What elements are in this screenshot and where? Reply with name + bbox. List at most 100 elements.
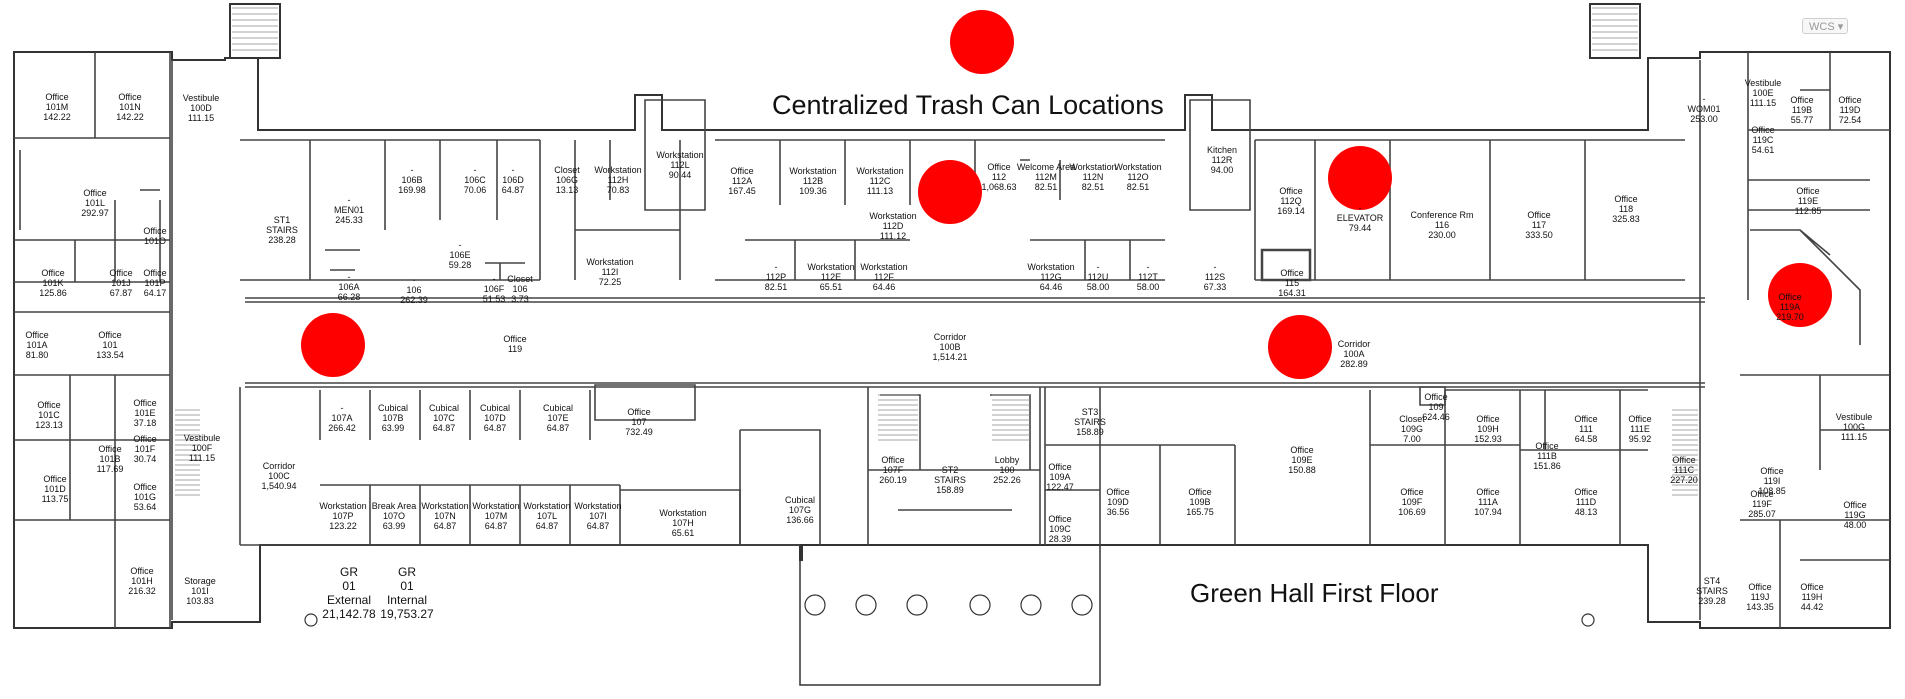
room-name: Workstation xyxy=(856,166,904,176)
room-name: Office xyxy=(45,92,69,102)
trash-can-marker xyxy=(1268,315,1332,379)
room-num: 112M xyxy=(1035,172,1057,182)
room-name: Office xyxy=(143,268,167,278)
room-area: 7.00 xyxy=(1403,434,1421,444)
room-area: 64.87 xyxy=(483,423,507,433)
room-area: 227.20 xyxy=(1670,475,1698,485)
room-area: 67.33 xyxy=(1203,282,1227,292)
room-num: 107 xyxy=(631,417,647,427)
room-area: 65.51 xyxy=(819,282,843,292)
room-num: 101N xyxy=(119,102,141,112)
gr-external-total: GR 01 External 21,142.78 xyxy=(322,565,376,621)
room-num: 109F xyxy=(1401,497,1423,507)
room-area: 123.13 xyxy=(35,420,63,430)
room-num: 112S xyxy=(1204,272,1226,282)
room-area: 81.80 xyxy=(25,350,49,360)
room-area: 164.31 xyxy=(1278,288,1306,298)
room-area: 122.47 xyxy=(1046,482,1074,492)
room-name: Cubical xyxy=(542,403,574,413)
gr-internal-total: GR 01 Internal 19,753.27 xyxy=(380,565,434,621)
room-name: Lobby xyxy=(994,455,1020,465)
room-area: 167.45 xyxy=(728,186,756,196)
room-name: Office xyxy=(1106,487,1130,497)
room-num: 116 xyxy=(1434,220,1450,230)
room-area: 123.22 xyxy=(329,521,357,531)
room-name: ST1 xyxy=(273,215,291,225)
room-name: Office xyxy=(1748,582,1772,592)
room-area: 150.88 xyxy=(1288,465,1316,475)
wcs-dropdown[interactable]: WCS ▾ xyxy=(1802,18,1848,34)
column xyxy=(855,594,877,616)
room-name: Office xyxy=(730,166,754,176)
room-area: 65.61 xyxy=(671,528,695,538)
room-name: Workstation xyxy=(523,501,571,511)
room-num: 107F xyxy=(882,465,904,475)
room-num: 106G xyxy=(555,175,579,185)
room-area: 59.28 xyxy=(448,260,472,270)
steps-right-top xyxy=(1589,3,1641,59)
room-num: 112G xyxy=(1040,272,1062,282)
room-num: 101G xyxy=(133,492,157,502)
room-num: 107O xyxy=(382,511,406,521)
room-name: Office xyxy=(1476,487,1500,497)
room-name: - xyxy=(412,275,416,285)
room-name: - xyxy=(492,274,496,284)
room-area: 1,068.63 xyxy=(981,182,1017,192)
room-area: 111.15 xyxy=(1749,98,1777,108)
room-area: 106.69 xyxy=(1398,507,1426,517)
room-name: - xyxy=(347,195,351,205)
room-name: Workstation xyxy=(574,501,622,511)
room-area: 58.00 xyxy=(1086,282,1110,292)
room-name: Conference Rm xyxy=(1410,210,1474,220)
room-num: 112 xyxy=(991,172,1007,182)
room-name: Corridor xyxy=(933,332,967,342)
room-area: 152.93 xyxy=(1474,434,1502,444)
room-name: - xyxy=(1096,262,1100,272)
room-num: 109 xyxy=(1428,402,1444,412)
room-name: Workstation xyxy=(594,165,642,175)
room-name: Office xyxy=(133,398,157,408)
room-num: 100G xyxy=(1842,422,1866,432)
room-area: 253.00 xyxy=(1690,114,1718,124)
room-name: Workstation xyxy=(472,501,520,511)
room-num: 112E xyxy=(820,272,842,282)
room-num: 112N xyxy=(1082,172,1104,182)
room-name: Workstation xyxy=(586,257,634,267)
room-num: 112Q xyxy=(1280,196,1302,206)
room-area: 95.92 xyxy=(1628,434,1652,444)
room-num: 107H xyxy=(672,518,694,528)
room-name: Office xyxy=(1527,210,1551,220)
trash-can-markers xyxy=(301,10,1832,379)
room-num: 100E xyxy=(1752,88,1774,98)
room-area: 169.98 xyxy=(398,185,426,195)
room-name: Workstation xyxy=(1027,262,1075,272)
room-name: - xyxy=(1702,94,1706,104)
room-area: 262.39 xyxy=(400,295,428,305)
